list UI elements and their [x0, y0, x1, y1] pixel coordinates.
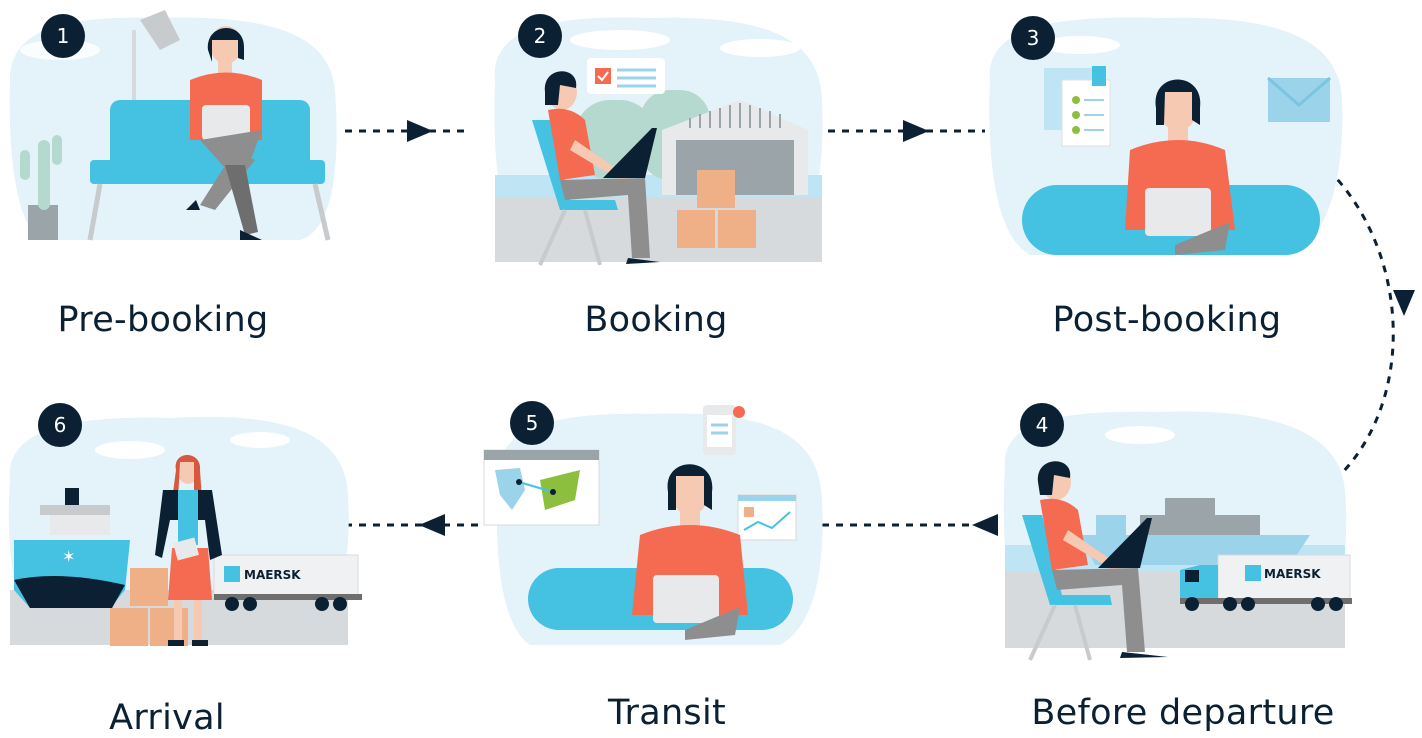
step-label-transit: Transit [607, 693, 727, 733]
step-badge-1: 1 [41, 14, 85, 58]
woman-at-laptop [1022, 461, 1168, 661]
truck-brand-text: MAERSK [244, 568, 301, 582]
woman-with-laptop [632, 464, 748, 640]
svg-text:4: 4 [1036, 413, 1049, 437]
arrow-3-to-4 [1317, 158, 1415, 482]
step-label-booking: Booking [584, 300, 728, 340]
maersk-truck-icon: MAERSK [213, 554, 362, 611]
woman-with-laptop [1125, 79, 1235, 255]
cargo-boxes-icon [677, 170, 756, 248]
woman-on-sofa [186, 26, 262, 240]
standing-woman [155, 455, 222, 646]
svg-text:✶: ✶ [62, 547, 75, 566]
truck-brand-text: MAERSK [1264, 567, 1321, 581]
phone-notification-icon [703, 405, 745, 455]
arrow-2-to-3 [828, 120, 985, 142]
step-label-pre-booking: Pre-booking [57, 300, 269, 340]
step-badge-5: 5 [510, 401, 554, 445]
step-label-before-departure: Before departure [1031, 693, 1335, 733]
arrow-5-to-6 [345, 514, 480, 536]
checklist-card-icon [587, 58, 665, 94]
scene-arrival: ✶ MAERSK [8, 416, 362, 646]
arrow-1-to-2 [345, 120, 468, 142]
chart-card-icon [737, 494, 797, 541]
scene-pre-booking [9, 10, 337, 241]
document-checklist-icon [1044, 66, 1111, 147]
maersk-truck-icon: MAERSK [1180, 554, 1352, 611]
step-badge-3: 3 [1011, 16, 1055, 60]
svg-text:5: 5 [526, 411, 539, 435]
scene-before-departure: MAERSK [1003, 411, 1352, 661]
scene-transit [483, 405, 823, 645]
svg-text:6: 6 [54, 413, 67, 437]
step-badge-4: 4 [1020, 403, 1064, 447]
envelope-icon [1267, 76, 1331, 122]
svg-text:3: 3 [1027, 26, 1040, 50]
cactus-icon [20, 135, 62, 240]
svg-text:1: 1 [57, 24, 70, 48]
arrow-4-to-5 [822, 514, 1000, 536]
floor-lamp-icon [132, 10, 180, 105]
step-badge-6: 6 [38, 403, 82, 447]
step-label-arrival: Arrival [109, 698, 225, 738]
ship-bow-icon: ✶ [14, 488, 130, 608]
svg-text:2: 2 [534, 24, 547, 48]
step-badge-2: 2 [518, 14, 562, 58]
woman-at-laptop [532, 71, 660, 266]
scene-booking [494, 17, 823, 266]
step-label-post-booking: Post-booking [1052, 300, 1282, 340]
map-window-icon [483, 449, 600, 526]
scene-post-booking [989, 17, 1343, 256]
